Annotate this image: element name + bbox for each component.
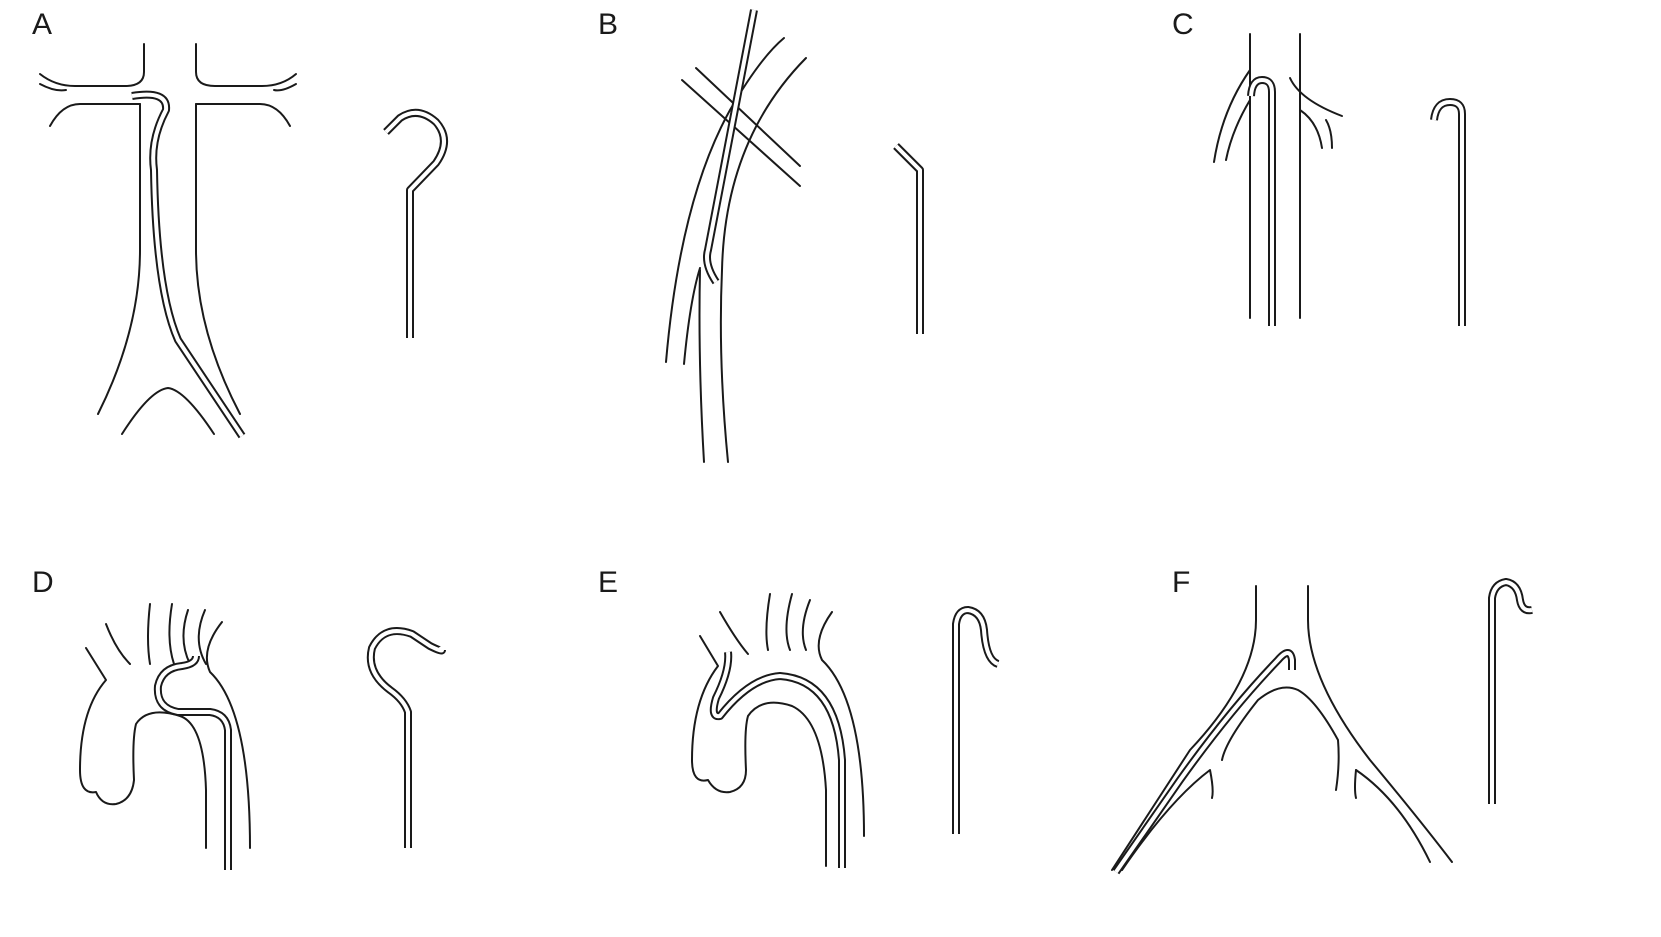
panel-d-catheter-shape [366, 627, 446, 848]
panel-d-vessels [79, 603, 251, 849]
panel-a-catheter-in-vessel [131, 90, 246, 439]
panel-c-catheter-shape [1430, 98, 1466, 326]
panel-b-vessels [665, 37, 807, 463]
panel-a-catheter-shape [383, 108, 448, 338]
panel-label-e: E [598, 566, 619, 599]
panel-label-c: C [1172, 8, 1194, 41]
panel-e-catheter-in-vessel [709, 651, 846, 868]
panel-b-catheter-in-vessel [703, 9, 758, 285]
panel-f-catheter-in-vessel [1112, 649, 1296, 875]
panel-label-d: D [32, 566, 54, 599]
panel-label-a: A [32, 8, 53, 41]
panel-c-catheter-in-vessel [1247, 76, 1276, 326]
panel-e-catheter-shape [952, 606, 1000, 834]
panel-f-catheter-shape [1488, 578, 1533, 804]
panel-a-vessels [39, 43, 297, 435]
panel-d-catheter-in-vessel [153, 655, 232, 870]
panel-c-vessels [1213, 33, 1343, 319]
panel-label-f: F [1172, 566, 1191, 599]
panel-label-b: B [598, 8, 619, 41]
panel-f-vessels [1111, 585, 1453, 871]
panel-b-catheter-shape [893, 143, 924, 334]
panel-e-vessels [691, 593, 865, 867]
